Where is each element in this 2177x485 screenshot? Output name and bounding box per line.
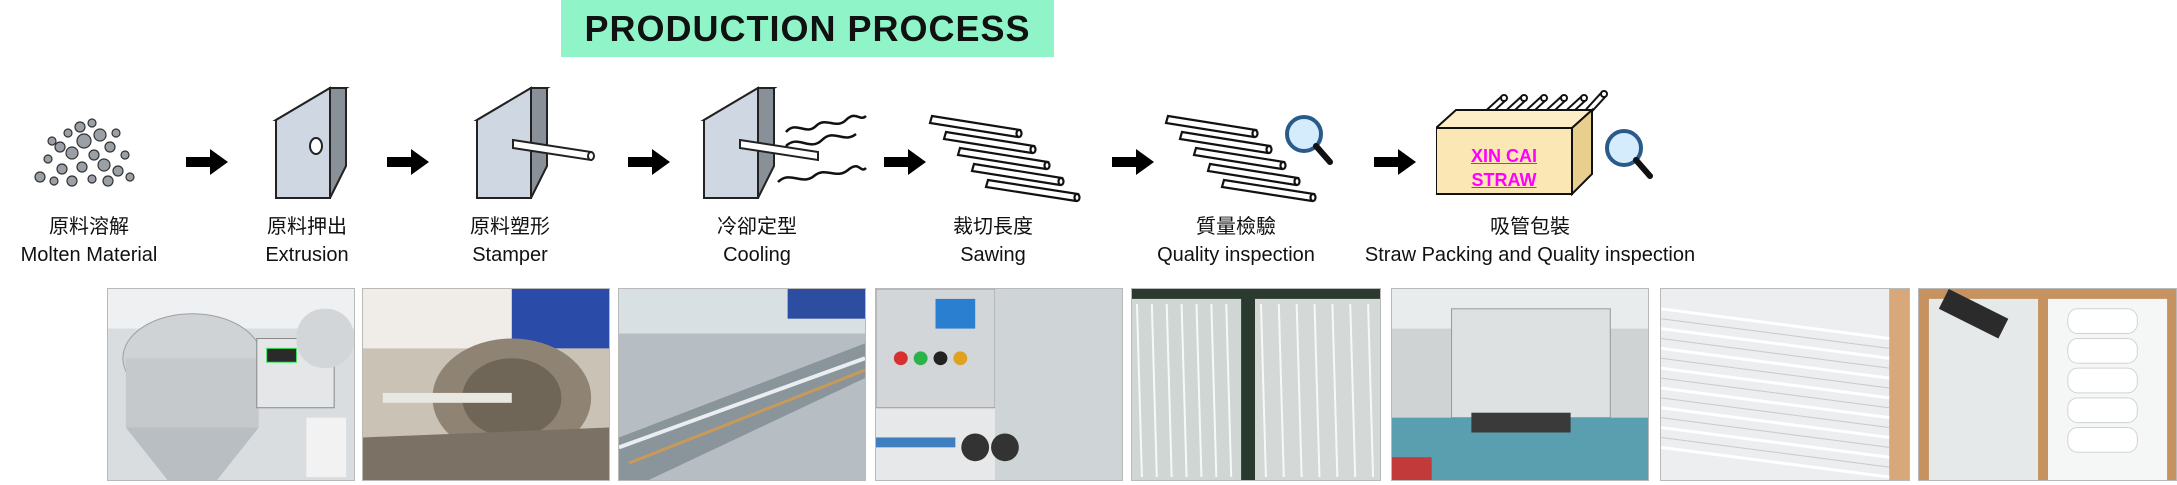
- page-title: PRODUCTION PROCESS: [561, 0, 1054, 57]
- step-label-zh: 質量檢驗: [1196, 214, 1276, 238]
- photo-packed-straws: [1660, 288, 1910, 481]
- pellets-icon: [30, 115, 145, 195]
- arrow-right-icon: [1112, 149, 1154, 180]
- arrow-right-icon: [628, 149, 670, 180]
- inspection-icon: [1164, 112, 1334, 207]
- step-label-zh: 吸管包裝: [1490, 214, 1570, 238]
- box-label: XIN CAI STRAW: [1436, 144, 1572, 192]
- step-label-en: Stamper: [472, 244, 548, 266]
- sawing-icon: [928, 112, 1088, 207]
- photo-cut-straws: [1131, 288, 1381, 481]
- step-label-en: Extrusion: [265, 244, 349, 266]
- step-label-zh: 原料押出: [267, 214, 347, 238]
- box-label-line2: STRAW: [1471, 170, 1537, 190]
- arrow-right-icon: [1374, 149, 1416, 180]
- step-label-zh: 冷卻定型: [717, 214, 797, 238]
- arrow-right-icon: [884, 149, 926, 180]
- step-label-en: Straw Packing and Quality inspection: [1364, 244, 1696, 266]
- box-label-line1: XIN CAI: [1470, 146, 1537, 166]
- step-label-en: Molten Material: [20, 244, 158, 266]
- photo-control-panel: [875, 288, 1123, 481]
- step-label-en: Quality inspection: [1157, 244, 1315, 266]
- step-label-zh: 裁切長度: [953, 214, 1033, 238]
- photo-boxing: [1918, 288, 2177, 481]
- photo-packing-machine: [1391, 288, 1649, 481]
- stamper-icon: [473, 86, 598, 201]
- step-label-zh: 原料溶解: [49, 214, 129, 238]
- step-label-en: Sawing: [960, 244, 1026, 266]
- packing-box-icon: XIN CAI STRAW: [1436, 88, 1656, 198]
- arrow-right-icon: [186, 149, 228, 180]
- cooling-icon: [700, 86, 870, 201]
- photo-extruder: [362, 288, 610, 481]
- step-label-en: Cooling: [723, 244, 791, 266]
- photo-dryer-hopper: [107, 288, 355, 481]
- photo-cooling-trough: [618, 288, 866, 481]
- extrusion-die-icon: [272, 86, 352, 201]
- step-label-zh: 原料塑形: [470, 214, 550, 238]
- arrow-right-icon: [387, 149, 429, 180]
